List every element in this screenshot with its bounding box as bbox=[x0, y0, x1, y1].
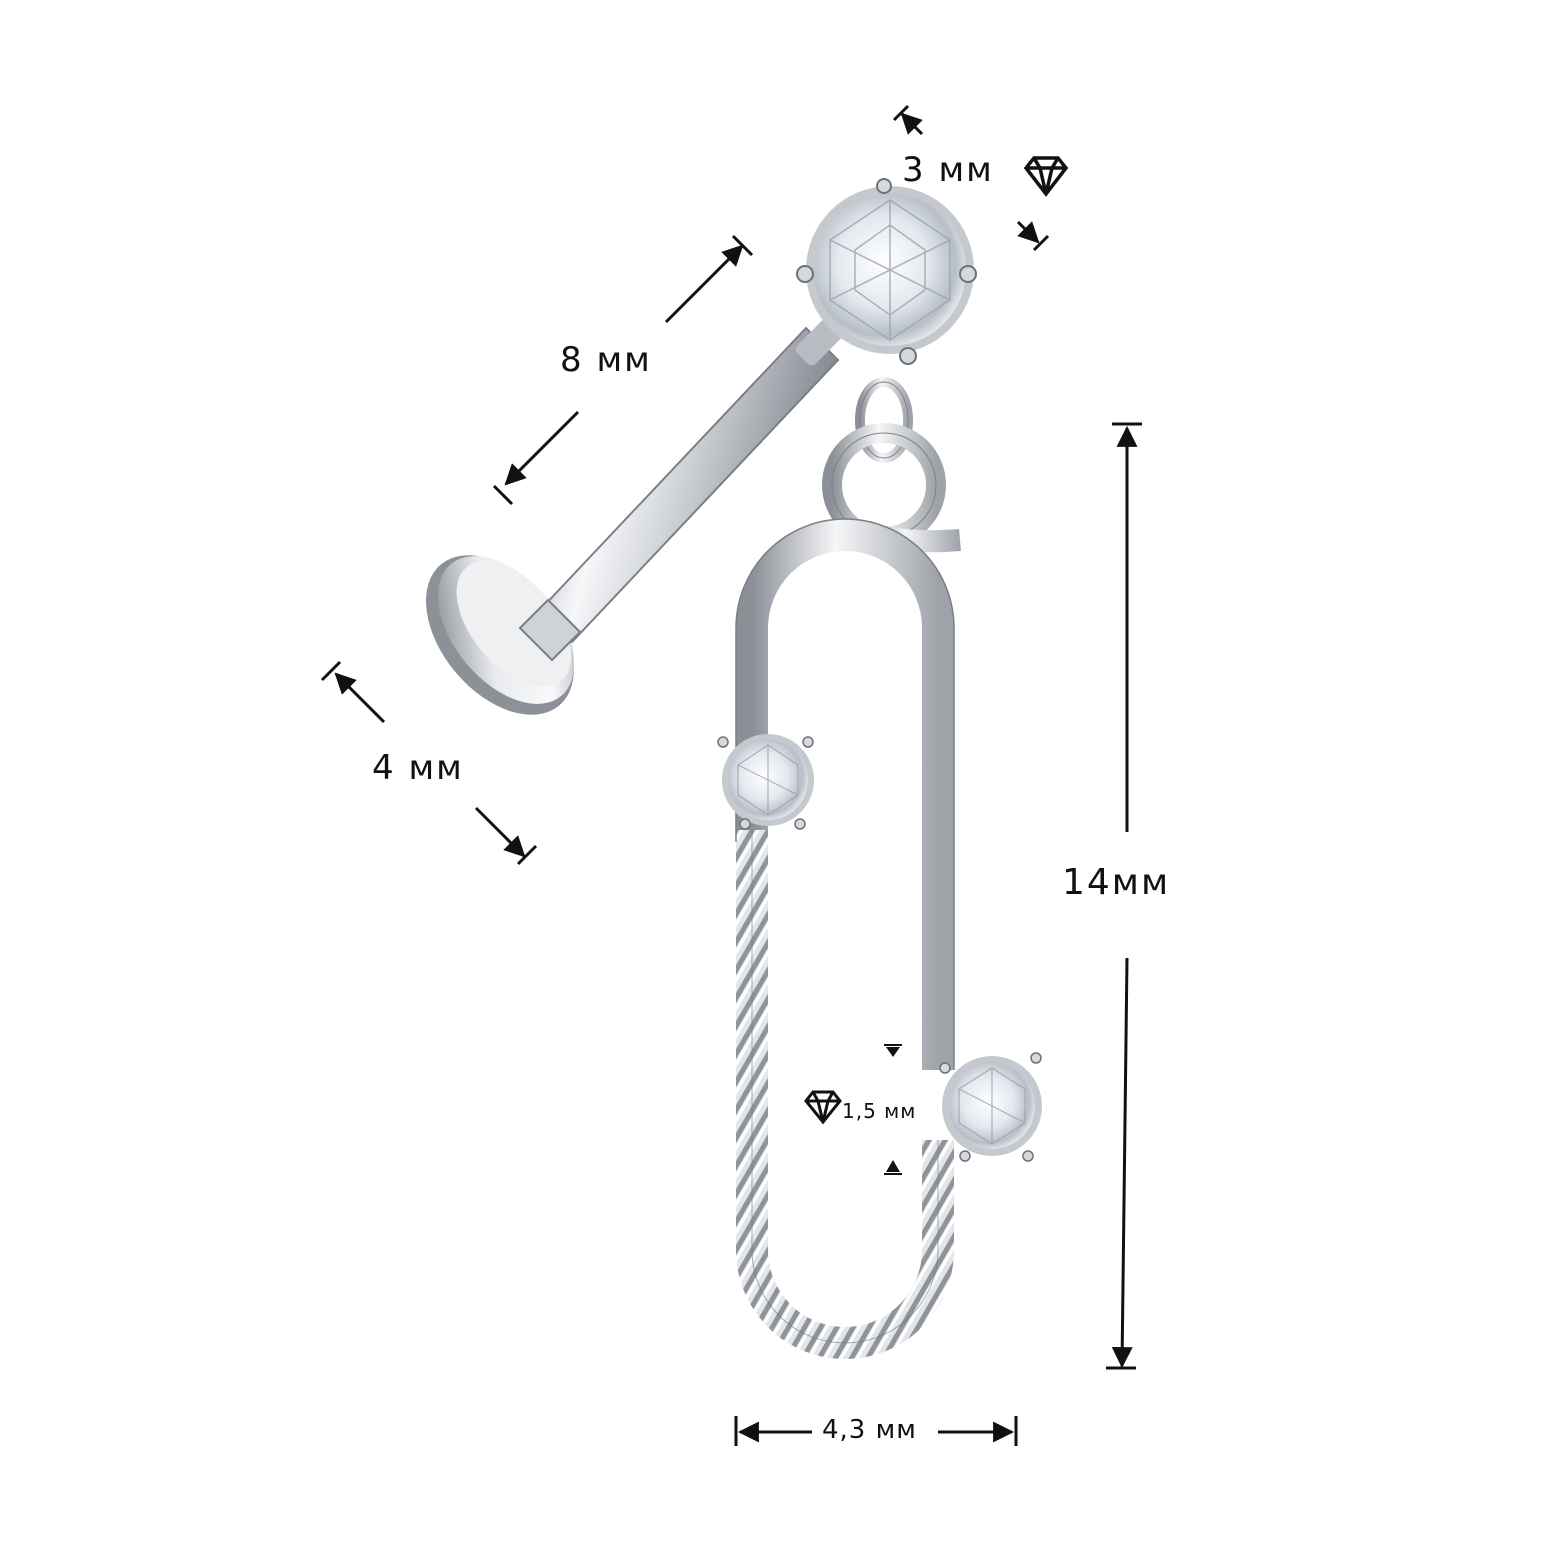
dimension-lines bbox=[320, 104, 1142, 1446]
paperclip-charm bbox=[735, 518, 955, 1359]
label-bar-length: 8 мм bbox=[560, 340, 652, 380]
label-disc-diameter: 4 мм bbox=[372, 748, 464, 788]
dimension-arrow-small-stone bbox=[884, 1044, 902, 1175]
flat-back-disc bbox=[426, 555, 575, 715]
label-charm-height: 14мм bbox=[1062, 862, 1171, 903]
jump-ring bbox=[855, 377, 913, 463]
label-charm-width: 4,3 мм bbox=[822, 1415, 917, 1445]
dimension-arrow-disc bbox=[320, 660, 538, 866]
top-stone-setting bbox=[795, 178, 977, 366]
dimension-arrow-top-stone bbox=[892, 104, 1050, 252]
label-small-stone-size: 1,5 мм bbox=[842, 1099, 917, 1123]
diamond-outline-icon bbox=[804, 1090, 842, 1125]
dimension-arrow-bar bbox=[492, 234, 754, 506]
diamond-outline-icon bbox=[1023, 156, 1069, 197]
dimension-arrow-charm-width bbox=[734, 1416, 1018, 1446]
small-stone-left bbox=[717, 734, 814, 830]
dimension-arrow-charm-height bbox=[1106, 422, 1142, 1370]
small-stone-right bbox=[939, 1052, 1042, 1162]
label-top-stone-size: 3 мм bbox=[902, 150, 994, 190]
labret-post bbox=[518, 326, 840, 662]
